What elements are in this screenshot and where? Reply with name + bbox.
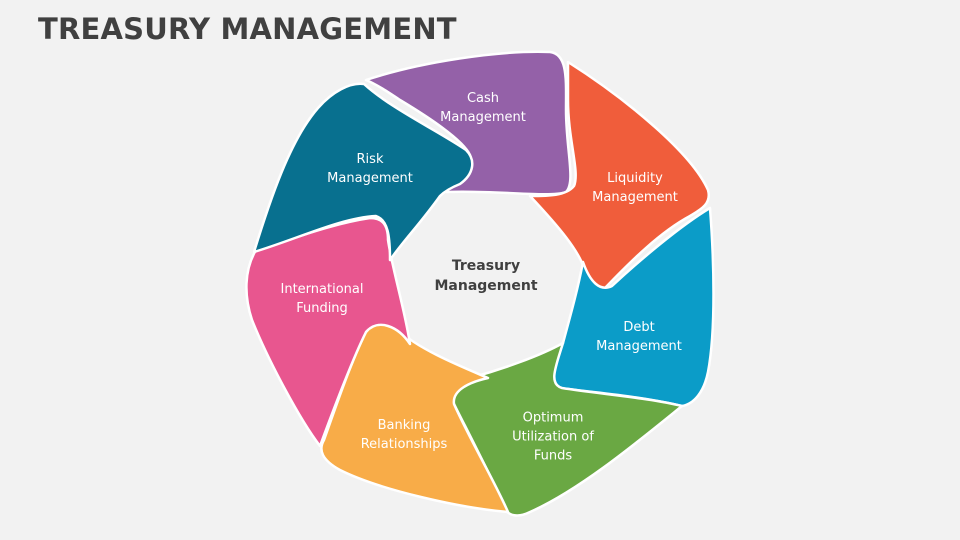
label-line: Funding <box>296 301 348 316</box>
label-line: Liquidity <box>607 171 663 186</box>
label-line: Management <box>327 171 413 186</box>
label-line: Funds <box>533 448 573 464</box>
label-line: Cash <box>466 91 500 106</box>
label-debt-management: Debt Management <box>596 318 682 356</box>
segment-international-funding[interactable] <box>245 216 412 448</box>
slide-title: TREASURY MANAGEMENT <box>38 12 457 46</box>
label-liquidity-management: Liquidity Management <box>592 169 678 207</box>
label-line: Management <box>596 339 682 354</box>
segment-risk-management[interactable] <box>252 82 474 262</box>
center-label: Treasury Management <box>434 256 537 296</box>
label-line: International <box>280 282 364 297</box>
label-banking-relationships: Banking Relationships <box>361 416 448 454</box>
label-line: Management <box>592 190 678 205</box>
label-international-funding: International Funding <box>281 280 364 318</box>
label-cash-management: Cash Management <box>440 89 526 127</box>
label-line: Risk <box>356 152 384 167</box>
center-label-line: Treasury <box>451 258 521 274</box>
center-label-line: Management <box>434 278 538 294</box>
label-line: Debt <box>623 320 655 335</box>
label-line: Banking <box>377 418 431 433</box>
label-line: Optimum <box>522 410 584 426</box>
label-line: Management <box>440 110 526 125</box>
label-line: Relationships <box>360 437 448 452</box>
label-optimum-utilization: Optimum Utilization of Funds <box>512 409 594 466</box>
label-risk-management: Risk Management <box>327 150 413 188</box>
label-line: Utilization of <box>512 429 594 445</box>
